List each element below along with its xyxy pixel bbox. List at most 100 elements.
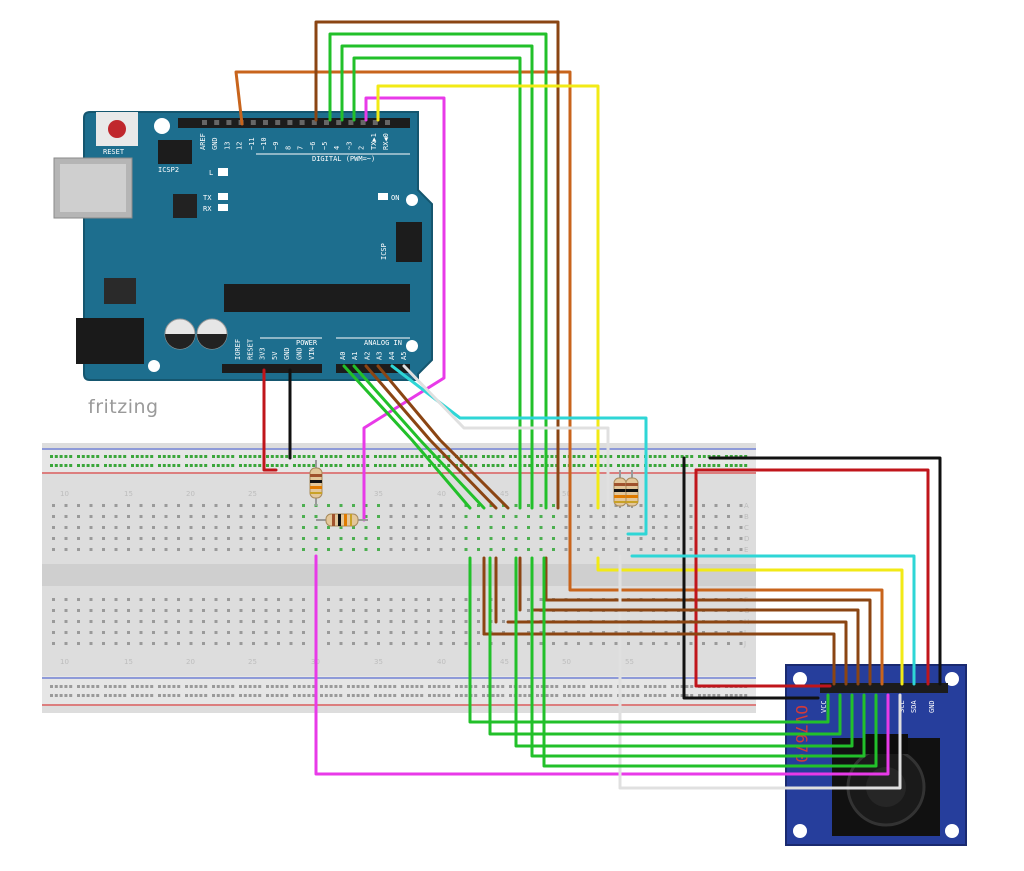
breadboard-hole <box>214 620 218 623</box>
breadboard-hole <box>366 694 370 697</box>
breadboard-hole <box>329 464 333 467</box>
breadboard-hole <box>690 464 694 467</box>
breadboard-hole <box>414 526 418 529</box>
breadboard-hole <box>459 464 463 467</box>
breadboard-hole <box>739 642 743 645</box>
breadboard-hole <box>277 548 280 551</box>
col-num: 50 <box>562 658 571 666</box>
breadboard-hole <box>383 694 387 697</box>
breadboard-hole <box>464 685 468 688</box>
breadboard-hole <box>509 464 512 467</box>
breadboard-hole <box>64 609 68 612</box>
breadboard-hole <box>402 526 405 529</box>
breadboard-hole <box>150 694 154 697</box>
breadboard-hole <box>427 537 430 540</box>
breadboard-hole <box>302 526 305 529</box>
header-pin <box>385 120 390 125</box>
breadboard-hole <box>374 685 377 688</box>
breadboard-hole <box>167 694 171 697</box>
breadboard-hole <box>452 526 455 529</box>
breadboard-hole <box>663 685 667 688</box>
breadboard-hole <box>324 694 328 697</box>
breadboard-hole <box>389 548 393 551</box>
breadboard-hole <box>489 504 493 507</box>
breadboard-hole <box>364 598 368 601</box>
breadboard-hole <box>96 455 100 458</box>
breadboard-hole <box>714 537 718 540</box>
breadboard-hole <box>339 694 343 697</box>
breadboard-hole <box>393 685 397 688</box>
breadboard-hole <box>464 598 468 601</box>
breadboard-hole <box>631 685 635 688</box>
analog-pin-label: A1 <box>351 352 359 360</box>
breadboard-hole <box>464 642 468 645</box>
breadboard-hole <box>415 455 419 458</box>
breadboard-hole <box>253 455 257 458</box>
breadboard-hole <box>113 455 117 458</box>
breadboard-hole <box>727 642 730 645</box>
power-pin-label: IOREF <box>234 339 242 360</box>
breadboard-hole <box>644 694 647 697</box>
breadboard-hole <box>324 455 328 458</box>
breadboard-hole <box>347 694 350 697</box>
breadboard-hole <box>202 548 205 551</box>
power-pin-label: GND <box>296 347 304 360</box>
breadboard-hole <box>489 515 493 518</box>
breadboard-hole <box>102 515 105 518</box>
breadboard-hole <box>297 694 301 697</box>
breadboard-hole <box>189 598 193 601</box>
breadboard-hole <box>185 464 188 467</box>
breadboard-hole <box>377 631 380 634</box>
breadboard-hole <box>177 548 180 551</box>
breadboard-hole <box>139 631 143 634</box>
row-letter: B <box>744 513 749 521</box>
breadboard-hole <box>91 694 95 697</box>
breadboard-hole <box>258 685 262 688</box>
breadboard-hole <box>477 598 480 601</box>
breadboard-hole <box>427 548 430 551</box>
breadboard-hole <box>675 694 679 697</box>
breadboard-hole <box>689 537 693 540</box>
breadboard-hole <box>77 455 80 458</box>
row-letter: C <box>744 524 749 532</box>
center-channel <box>42 564 756 586</box>
breadboard-hole <box>202 504 205 507</box>
breadboard-hole <box>502 598 505 601</box>
icsp-label: ICSP <box>380 243 388 260</box>
breadboard-hole <box>648 464 652 467</box>
breadboard-hole <box>486 455 490 458</box>
breadboard-hole <box>599 694 603 697</box>
breadboard-hole <box>415 685 419 688</box>
breadboard-hole <box>89 642 93 645</box>
breadboard-hole <box>482 694 485 697</box>
breadboard-hole <box>502 537 505 540</box>
breadboard-hole <box>523 685 527 688</box>
breadboard-hole <box>139 609 143 612</box>
breadboard-hole <box>131 685 134 688</box>
breadboard-hole <box>626 685 630 688</box>
breadboard-hole <box>339 642 343 645</box>
breadboard-hole <box>150 455 154 458</box>
breadboard-hole <box>652 537 655 540</box>
breadboard-hole <box>366 685 370 688</box>
breadboard-hole <box>528 694 532 697</box>
breadboard-hole <box>402 515 405 518</box>
breadboard-hole <box>420 455 424 458</box>
breadboard-hole <box>226 685 230 688</box>
row-letter: J <box>743 640 746 648</box>
breadboard-hole <box>289 537 293 540</box>
breadboard-hole <box>302 598 305 601</box>
breadboard-hole <box>388 685 392 688</box>
breadboard-hole <box>652 526 655 529</box>
breadboard-hole <box>604 455 608 458</box>
breadboard-hole <box>609 694 613 697</box>
breadboard-hole <box>307 455 311 458</box>
breadboard-hole <box>464 694 468 697</box>
breadboard-hole <box>59 694 63 697</box>
breadboard-hole <box>652 642 655 645</box>
breadboard-hole <box>227 642 230 645</box>
breadboard-hole <box>437 685 441 688</box>
wire-green <box>530 556 866 758</box>
